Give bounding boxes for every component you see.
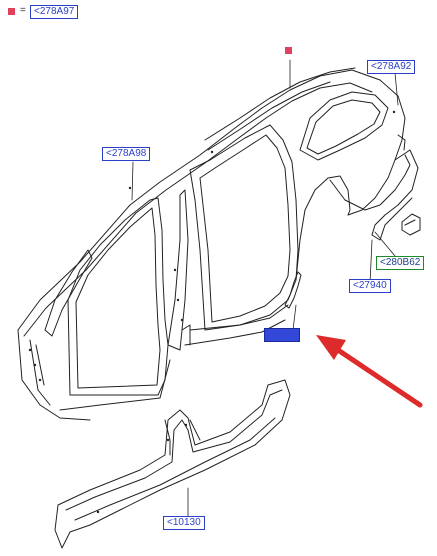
a-pillar-inner	[29, 249, 93, 406]
leader-lines	[131, 59, 401, 521]
callout-rocker[interactable]: <10130	[163, 516, 205, 530]
selected-part-strip	[284, 271, 302, 309]
callout-a-pillar[interactable]: <278A98	[102, 147, 151, 161]
bracket-part	[401, 213, 421, 236]
quarter-window-opening	[299, 91, 389, 161]
callout-quarter-inner[interactable]: <27940	[349, 279, 391, 293]
sill-lower	[59, 304, 289, 411]
callout-roof-side[interactable]: <278A92	[367, 60, 416, 74]
legend-ref-label[interactable]: <278A97	[30, 5, 79, 19]
roof-marker	[285, 47, 292, 54]
legend-marker	[8, 8, 15, 15]
callout-selected-part[interactable]: 23727	[264, 328, 300, 342]
callout-bracket[interactable]: <280B62	[376, 256, 425, 270]
b-pillar	[167, 189, 191, 351]
rear-quarter-panel	[295, 134, 419, 281]
side-panel-outline	[17, 67, 406, 421]
front-door-opening	[67, 197, 169, 396]
hole-dots	[28, 110, 396, 514]
rear-door-opening	[189, 124, 299, 331]
legend-equals: =	[20, 5, 26, 16]
pointer-arrow	[316, 335, 423, 408]
